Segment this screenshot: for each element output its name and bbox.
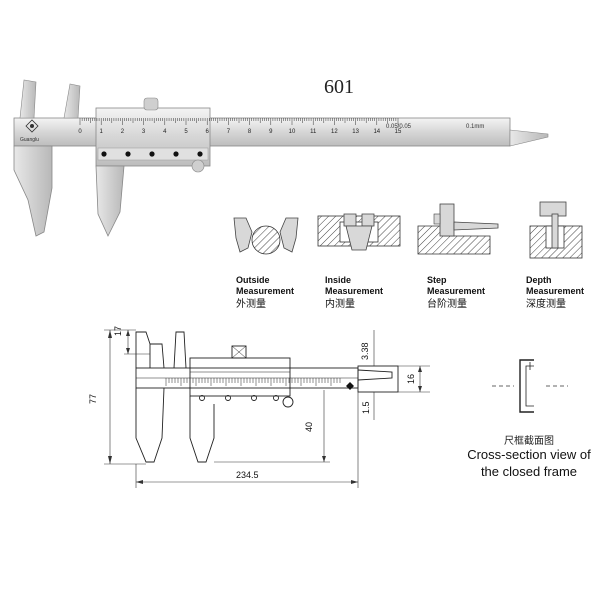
model-number: 601 — [324, 76, 354, 98]
depth-measurement-label: Depth Measurement 深度测量 — [526, 275, 585, 310]
cross-section-view — [492, 359, 568, 413]
main-scale-number: 0 — [78, 129, 82, 135]
main-scale-number: 10 — [289, 129, 296, 135]
main-scale-number: 6 — [206, 129, 210, 135]
main-scale-number: 8 — [248, 129, 252, 135]
main-scale-number: 11 — [310, 129, 317, 135]
brand-logo-icon — [25, 119, 39, 133]
outside-measurement-icon — [233, 217, 299, 255]
vernier-dots — [101, 151, 203, 157]
dimension-lines — [104, 329, 430, 488]
scale-end-label: 0.05/0.05 — [386, 124, 412, 130]
dim-3-38: 3.38 — [360, 342, 370, 360]
dimension-arrows — [108, 330, 422, 484]
outside-measurement-label: Outside Measurement 外测量 — [236, 275, 295, 310]
step-measurement-label: Step Measurement 台阶测量 — [427, 275, 486, 310]
dim-17: 17 — [113, 325, 123, 336]
main-scale-number: 13 — [352, 129, 359, 135]
fixed-jaw — [13, 145, 53, 237]
step-measurement-icon — [417, 203, 499, 255]
main-scale-number: 2 — [121, 129, 125, 135]
caliper-beam — [13, 117, 549, 147]
cross-section-caption: Cross-section view of the closed frame — [467, 447, 591, 479]
brand-name: Guanglu — [20, 137, 39, 143]
main-scale-number: 5 — [184, 129, 188, 135]
main-scale-number: 7 — [227, 129, 231, 135]
main-scale-number: 9 — [269, 129, 273, 135]
cross-section-cn: 尺框截面图 — [504, 436, 554, 447]
dim-234-5: 234.5 — [236, 470, 259, 480]
tech-end-mark — [346, 382, 354, 390]
technical-drawing — [135, 331, 399, 463]
slider — [95, 97, 211, 237]
main-scale-number: 14 — [373, 129, 380, 135]
dim-16: 16 — [406, 373, 416, 384]
tech-scale-ticks — [165, 378, 341, 386]
dim-1-5: 1.5 — [361, 401, 371, 414]
main-scale-number: 3 — [142, 129, 146, 135]
inside-measurement-label: Inside Measurement 内测量 — [325, 275, 384, 310]
main-scale-number: 4 — [163, 129, 167, 135]
main-scale-ticks — [79, 118, 399, 125]
depth-measurement-icon — [529, 201, 583, 259]
dim-40: 40 — [304, 421, 314, 432]
main-scale-number: 15 — [395, 129, 402, 135]
upper-jaws — [19, 79, 81, 119]
dim-77: 77 — [88, 393, 98, 404]
main-scale-number: 1 — [100, 129, 104, 135]
inside-measurement-icon — [317, 213, 401, 251]
scale-unit-label: 0.1mm — [466, 124, 485, 130]
main-scale-number: 12 — [331, 129, 338, 135]
